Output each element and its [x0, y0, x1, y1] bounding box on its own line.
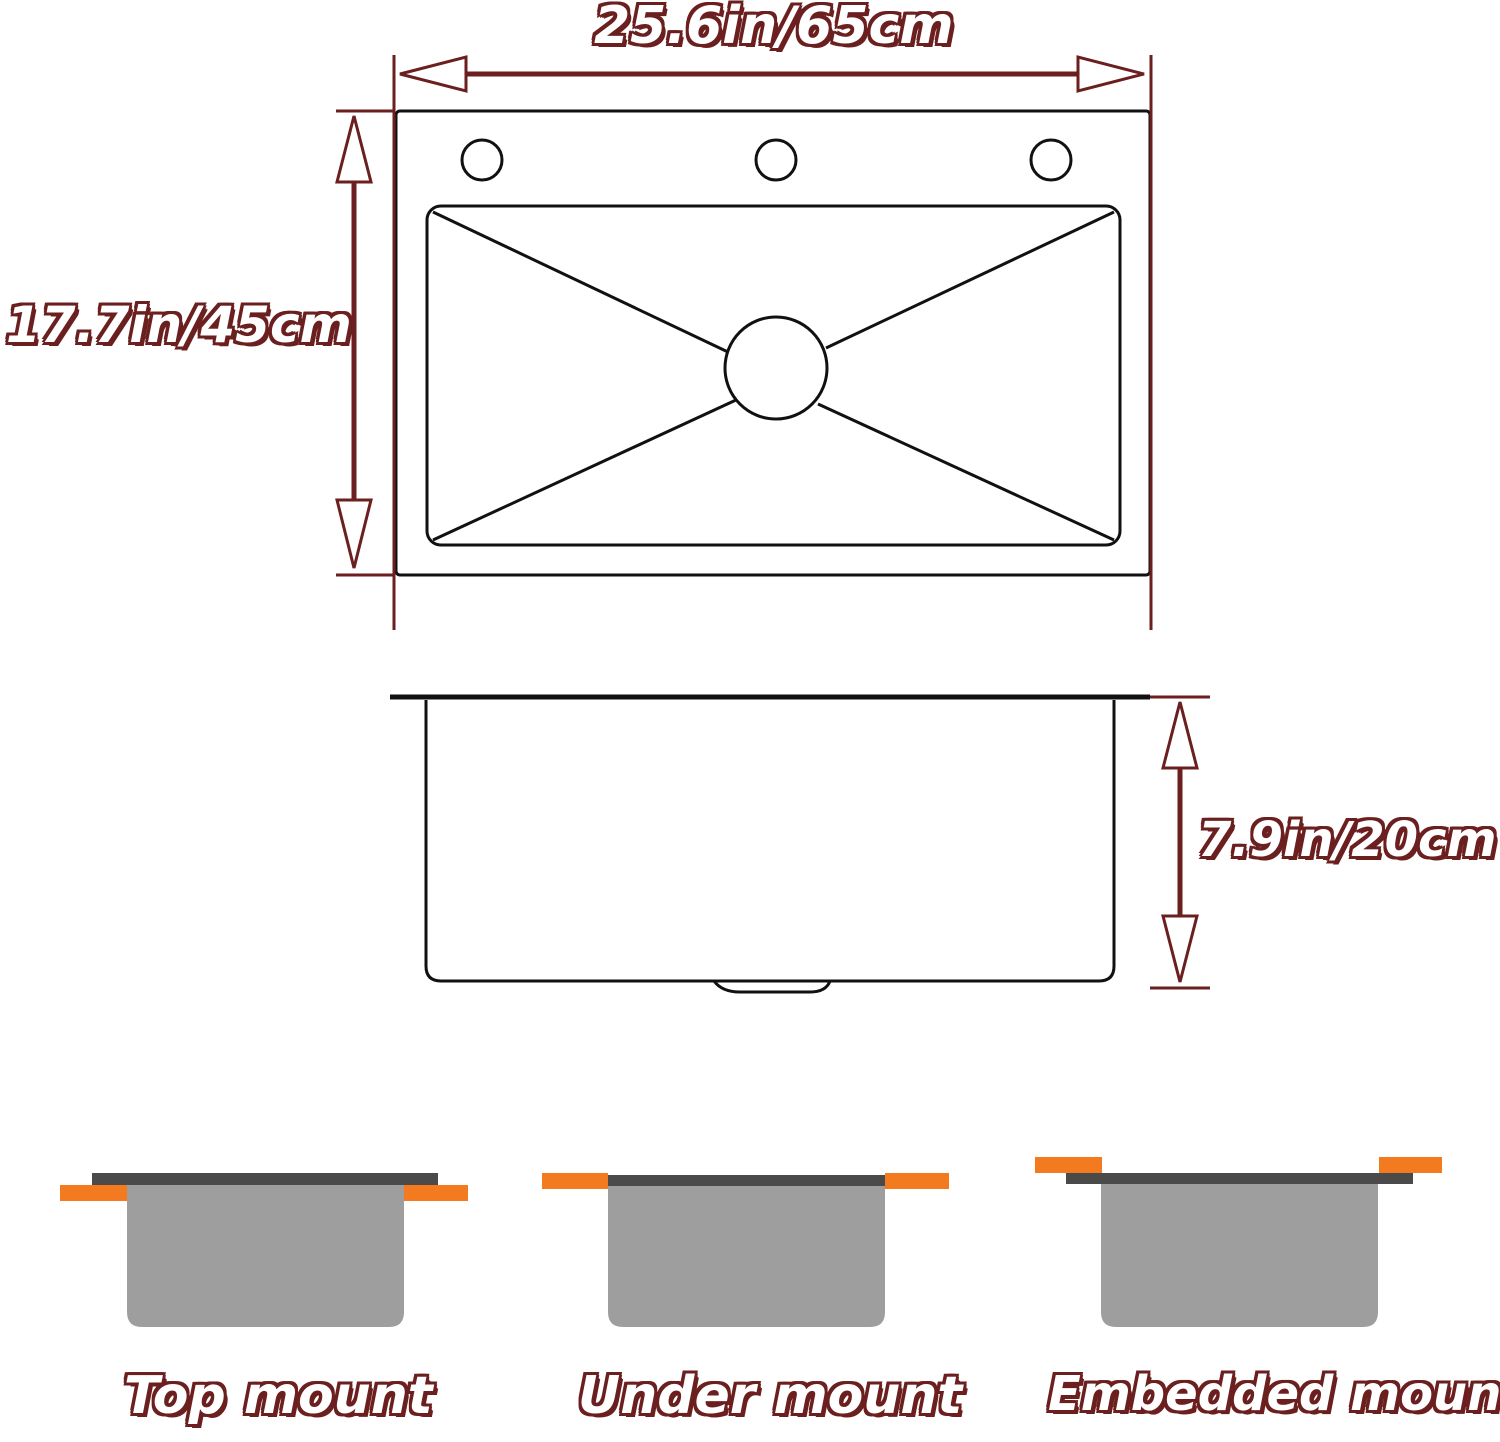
- arrow-head-down: [335, 498, 373, 569]
- countertop-left: [60, 1185, 128, 1201]
- slope-line: [825, 210, 1115, 350]
- mount-top: [60, 1173, 468, 1327]
- countertop-right: [885, 1173, 949, 1189]
- basin-shape: [1101, 1183, 1378, 1327]
- mount-label-top: Top mount: [124, 1366, 433, 1426]
- height-label: 7.9in/20cm: [1198, 812, 1497, 868]
- arrow-head-up: [335, 115, 373, 184]
- faucet-hole-left: [460, 138, 504, 182]
- arrow-head-right: [1076, 55, 1145, 93]
- mount-label-embedded: Embedded mount: [1048, 1366, 1500, 1422]
- depth-dimension: [335, 109, 394, 577]
- countertop-left: [1035, 1157, 1102, 1173]
- depth-label: 17.7in/45cm: [6, 296, 352, 354]
- mount-label-under: Under mount: [578, 1366, 963, 1426]
- sink-side-view: [390, 694, 1150, 994]
- arrow-head-up: [1161, 701, 1199, 770]
- countertop-left: [542, 1173, 608, 1189]
- width-label: 25.6in/65cm: [594, 0, 954, 56]
- countertop-right: [1379, 1157, 1442, 1173]
- slope-line: [432, 210, 729, 354]
- sink-rim: [572, 1175, 919, 1186]
- basin-outline: [424, 700, 1116, 983]
- arrow-head-down: [1161, 914, 1199, 983]
- width-dimension: [392, 55, 1153, 630]
- sink-rim: [92, 1173, 438, 1185]
- faucet-hole-center: [754, 138, 798, 182]
- slope-line: [432, 398, 737, 542]
- basin-shape: [608, 1184, 885, 1327]
- mount-under: [542, 1173, 949, 1327]
- sink-rim: [1066, 1173, 1413, 1184]
- drain-outline: [712, 980, 832, 994]
- countertop-right: [404, 1185, 468, 1201]
- faucet-hole-right: [1029, 138, 1073, 182]
- sink-top-view: [394, 109, 1152, 577]
- drain-circle: [723, 315, 829, 421]
- bowl-outline: [425, 204, 1122, 547]
- basin-shape: [127, 1184, 404, 1327]
- mount-embedded: [1035, 1157, 1442, 1327]
- slope-line: [817, 402, 1115, 542]
- height-dimension: [1150, 695, 1210, 990]
- arrow-head-left: [399, 55, 468, 93]
